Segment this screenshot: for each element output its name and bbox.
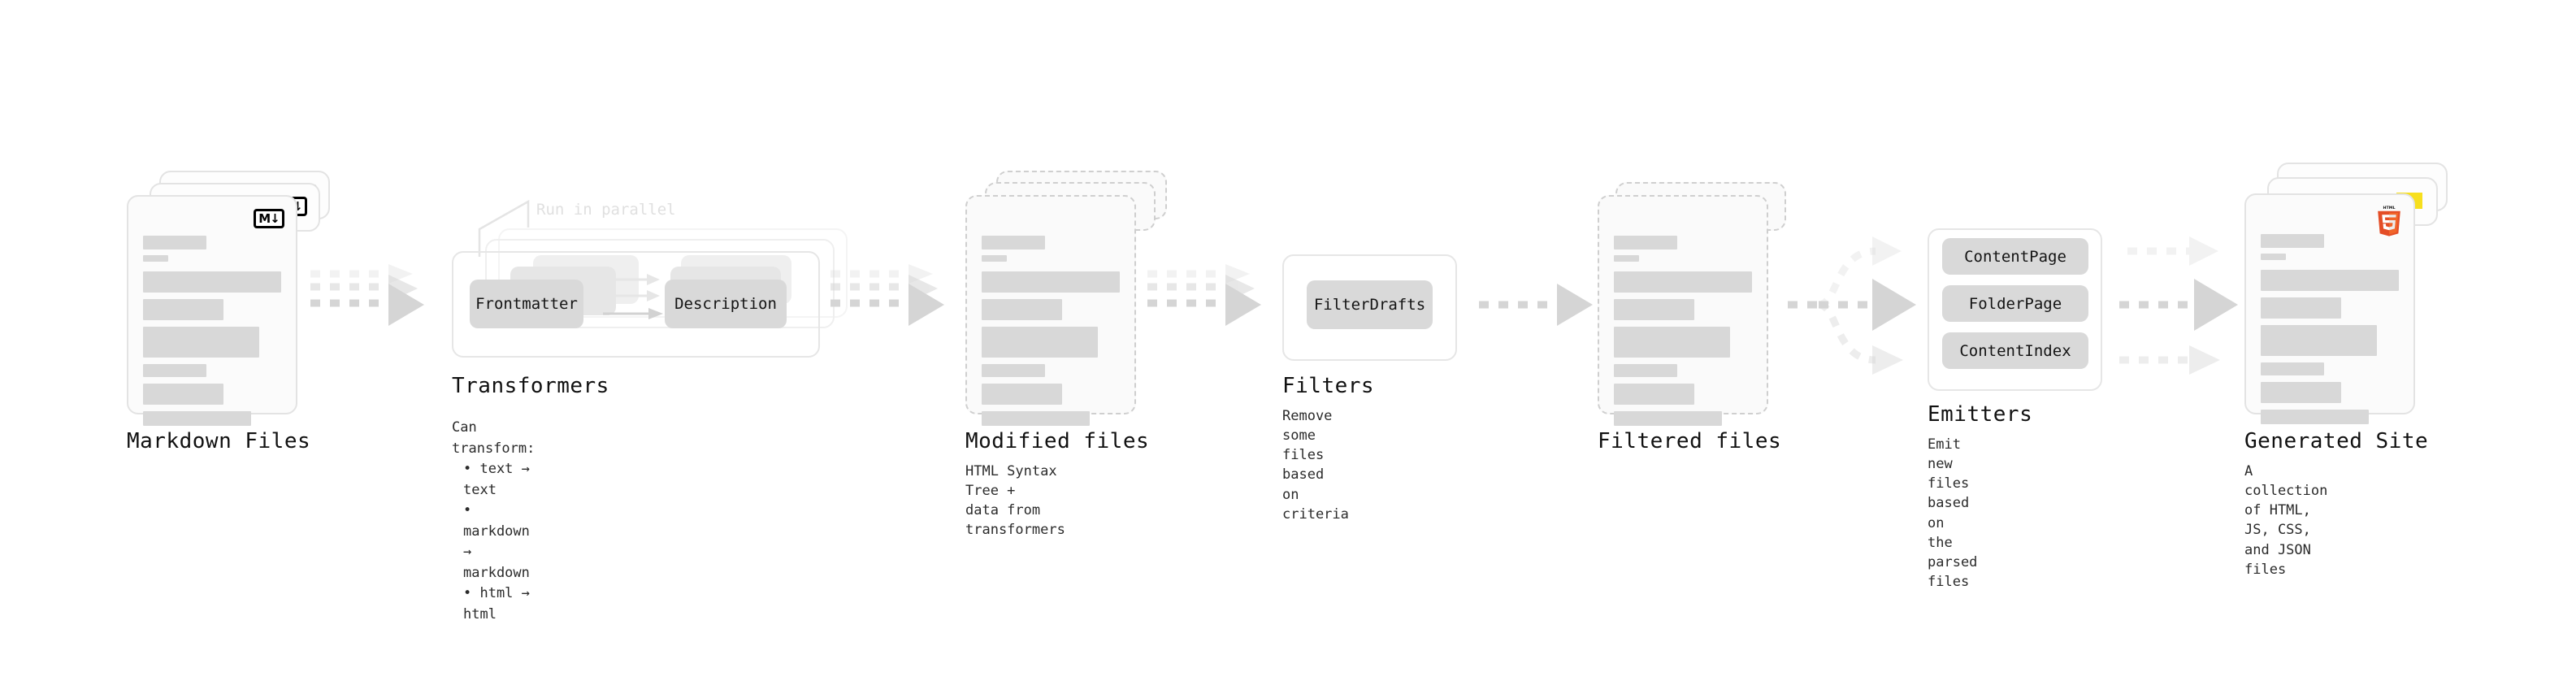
filtered-files-title: Filtered files [1598,429,1782,453]
skeleton-line [2261,234,2325,248]
skeleton-line [1614,384,1694,405]
filtered-card-front [1598,195,1768,426]
skeleton-line [1614,411,1722,426]
filters-box [1282,254,1457,361]
html5-badge-slot: HTML [2374,203,2404,239]
skeleton-line [143,236,207,249]
skeleton-line [143,299,223,320]
skeleton-line [982,384,1062,405]
chip-contentindex[interactable]: ContentIndex [1942,332,2088,369]
filters-title: Filters [1282,374,1375,398]
modified-files-description: HTML Syntax Tree + data from transformer… [965,463,1065,539]
emitters-description: Emit new files based on the parsed files [1928,436,1978,590]
skeleton-line [982,299,1062,320]
skeleton-line [143,384,223,405]
transformers-intro: Can transform: [452,419,536,457]
markdown-card-front: M↓ [127,195,297,426]
filters-description: Remove some files based on criteria [1282,408,1349,523]
skeleton-line [1614,271,1752,293]
generated-site-title: Generated Site [2244,429,2429,453]
chip-filterdrafts[interactable]: FilterDrafts [1307,280,1433,329]
generated-site-description: A collection of HTML, JS, CSS, and JSON … [2244,463,2328,578]
transformers-bullet: • markdown → markdown [463,502,530,581]
skeleton-line [143,271,281,293]
skeleton-line [982,236,1046,249]
skeleton-line [2261,382,2341,403]
transformers-title: Transformers [452,374,609,398]
skeleton-line [982,271,1120,293]
skeleton-line [2261,270,2399,291]
transformers-description: Can transform: • text → text • markdown … [452,418,535,625]
skeleton-line [1614,299,1694,320]
skeleton-line [982,255,1007,262]
markdown-files-title: Markdown Files [127,429,311,453]
chip-description[interactable]: Description [665,280,787,328]
skeleton-line [2261,297,2341,319]
skeleton-line [2261,254,2286,260]
html5-badge-icon: HTML [2378,206,2400,236]
skeleton-line [2261,325,2377,356]
chip-folderpage[interactable]: FolderPage [1942,285,2088,322]
skeleton-line [2261,362,2325,375]
skeleton-line [1614,364,1678,377]
skeleton-line [143,364,207,377]
connector-markdown-to-transformers [310,264,424,326]
skeleton-line [1614,255,1639,262]
skeleton-line [143,411,251,426]
skeleton-line [1614,236,1678,249]
modified-card-front [965,195,1136,426]
chip-frontmatter[interactable]: Frontmatter [470,280,583,328]
markdown-badge-icon: M↓ [254,208,284,229]
skeleton-line [143,255,168,262]
svg-text:HTML: HTML [2383,206,2395,210]
skeleton-line [982,411,1090,426]
connector-emitters-to-site [2119,236,2238,375]
connector-filtered-to-emitters [1788,236,1916,375]
connector-filters-to-filtered [1479,284,1593,326]
run-in-parallel-label: Run in parallel [536,201,676,219]
modified-files-title: Modified files [965,429,1150,453]
transformer-layer-1 [452,251,820,358]
emitters-title: Emitters [1928,402,2033,427]
skeleton-line [2261,410,2369,424]
skeleton-line [1614,327,1730,358]
connector-transformers-to-modified [830,264,944,326]
skeleton-line [982,327,1098,358]
chip-contentpage[interactable]: ContentPage [1942,238,2088,275]
skeleton-line [143,327,259,358]
connector-modified-to-filters [1147,264,1261,326]
run-in-parallel-bracket [478,199,530,257]
transformer-inner-arrows [603,274,663,319]
transformers-bullet: • text → text [463,461,530,498]
transformers-bullet: • html → html [463,585,530,622]
skeleton-line [982,364,1046,377]
emitters-box [1928,228,2102,391]
site-card-front: HTML [2244,193,2415,424]
